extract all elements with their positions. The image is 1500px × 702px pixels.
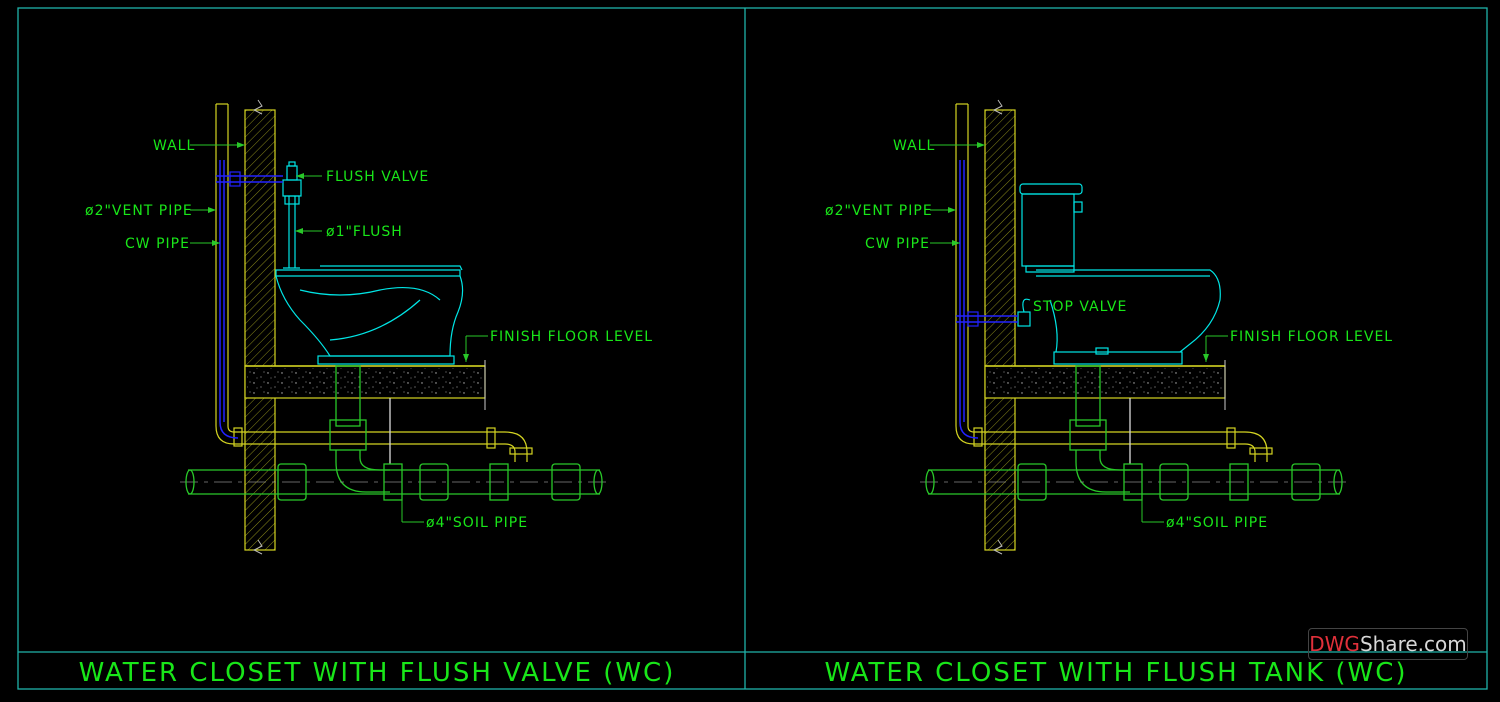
label-vent-pipe-right: ø2"VENT PIPE xyxy=(825,203,933,219)
label-soil-pipe-right: ø4"SOIL PIPE xyxy=(1166,515,1268,531)
title-left: WATER CLOSET WITH FLUSH VALVE (WC) xyxy=(79,658,676,688)
label-wall: WALL xyxy=(153,138,195,154)
flush-tank xyxy=(1019,183,1083,273)
watermark-part2: Share.com xyxy=(1359,632,1467,656)
right-detail-flush-tank xyxy=(919,99,1351,555)
label-finish-floor: FINISH FLOOR LEVEL xyxy=(490,329,653,345)
wc-bowl-tank xyxy=(1036,269,1221,365)
label-flush-pipe: ø1"FLUSH xyxy=(326,224,403,240)
label-finish-floor-right: FINISH FLOOR LEVEL xyxy=(1230,329,1393,345)
label-cw-pipe: CW PIPE xyxy=(125,236,190,252)
label-soil-pipe: ø4"SOIL PIPE xyxy=(426,515,528,531)
label-vent-pipe: ø2"VENT PIPE xyxy=(85,203,193,219)
flush-valve-fixture xyxy=(282,161,302,269)
watermark-logo: DWGShare.com xyxy=(1308,628,1468,660)
watermark-part1: DWG xyxy=(1309,632,1360,656)
drawing-frame xyxy=(17,7,1488,690)
left-detail-flush-valve xyxy=(179,99,611,555)
left-labels: WALL FLUSH VALVE ø2"VENT PIPE ø1"FLUSH C… xyxy=(85,138,653,531)
label-stop-valve: STOP VALVE xyxy=(1033,299,1127,315)
right-labels: WALL ø2"VENT PIPE CW PIPE STOP VALVE FIN… xyxy=(825,138,1393,531)
stop-valve xyxy=(1017,298,1031,327)
label-flush-valve: FLUSH VALVE xyxy=(326,169,429,185)
label-wall-right: WALL xyxy=(893,138,935,154)
label-cw-pipe-right: CW PIPE xyxy=(865,236,930,252)
title-right: WATER CLOSET WITH FLUSH TANK (WC) xyxy=(824,658,1407,688)
wc-bowl xyxy=(275,265,464,365)
